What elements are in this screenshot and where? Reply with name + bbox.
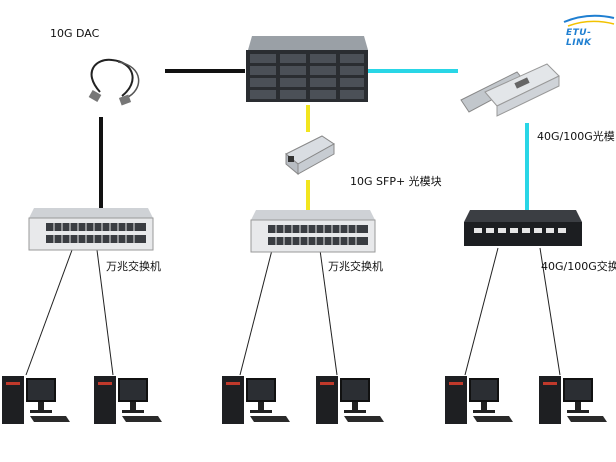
sfp-module-icon: [282, 134, 336, 180]
switch-mid-icon: [248, 210, 376, 254]
client-link: [464, 247, 499, 376]
client-pc-icon: [537, 372, 609, 426]
switch-left-label: 万兆交换机: [106, 260, 161, 273]
client-link: [319, 249, 338, 376]
storage-server-icon: [240, 36, 370, 106]
client-pc-icon: [443, 372, 515, 426]
client-link: [96, 249, 114, 376]
client-pc-icon: [220, 372, 292, 426]
logo-text: ETU-LINK: [566, 28, 592, 48]
qsfp-label: 40G/100G光模: [537, 130, 615, 143]
logo-swoosh-icon: [563, 14, 615, 27]
switch-right-label: 40G/100G交换: [541, 260, 616, 273]
client-pc-icon: [92, 372, 164, 426]
client-link: [539, 247, 561, 376]
client-pc-icon: [0, 372, 72, 426]
client-link: [25, 249, 73, 376]
switch-mid-label: 万兆交换机: [328, 260, 383, 273]
client-pc-icon: [314, 372, 386, 426]
sfp-label: 10G SFP+ 光模块: [350, 175, 442, 188]
dac-label: 10G DAC: [50, 27, 100, 40]
switch-left-icon: [26, 208, 154, 252]
qsfp-module-icon: [455, 62, 561, 122]
switch-right-icon: [460, 210, 584, 250]
brand-logo: [560, 10, 616, 42]
client-link: [239, 249, 273, 376]
dac-cable-icon: [78, 52, 148, 116]
